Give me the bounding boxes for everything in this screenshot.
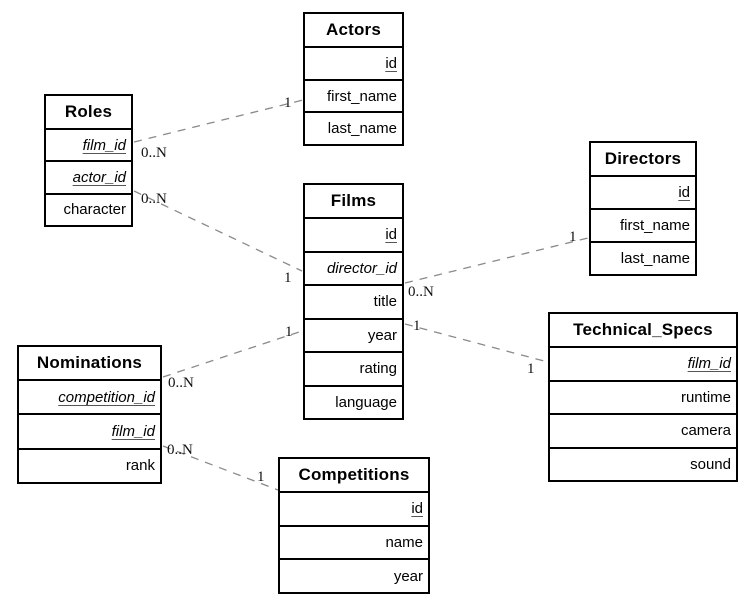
field-films-id: id <box>305 219 402 253</box>
cardinality-films-techspecs-1a: 1 <box>413 318 421 334</box>
entity-roles: Roles film_id actor_id character <box>44 94 133 227</box>
cardinality-nominations-films-1: 1 <box>285 324 293 340</box>
entity-directors: Directors id first_name last_name <box>589 141 697 276</box>
edge-roles-actors <box>133 99 304 143</box>
entity-directors-title: Directors <box>591 143 695 177</box>
edge-films-technical-specs <box>404 323 545 362</box>
entity-competitions: Competitions id name year <box>278 457 430 594</box>
entity-nominations: Nominations competition_id film_id rank <box>17 345 162 484</box>
field-roles-actor-id: actor_id <box>46 162 131 195</box>
edge-roles-films <box>133 190 303 272</box>
field-films-rating: rating <box>305 353 402 387</box>
cardinality-nominations-films-n: 0..N <box>168 375 194 391</box>
entity-technical-specs-title: Technical_Specs <box>550 314 736 348</box>
field-competitions-name: name <box>280 527 428 561</box>
field-techspecs-sound: sound <box>690 455 731 473</box>
entity-films-title: Films <box>305 185 402 219</box>
cardinality-films-directors-n: 0..N <box>408 284 434 300</box>
field-techspecs-runtime: runtime <box>550 382 736 415</box>
entity-actors: Actors id first_name last_name <box>303 12 404 146</box>
field-roles-film-id: film_id <box>46 130 131 163</box>
entity-films: Films id director_id title year rating l… <box>303 183 404 420</box>
edge-nominations-competitions <box>162 445 279 491</box>
field-actors-id: id <box>305 48 402 81</box>
field-nominations-competition-id: competition_id <box>19 381 160 416</box>
field-competitions-year: year <box>393 567 423 585</box>
field-directors-first-name: first_name <box>591 210 695 243</box>
cardinality-nominations-competitions-1: 1 <box>257 469 265 485</box>
field-nominations-film-id: film_id <box>19 415 160 450</box>
field-directors-last-name: last_name <box>620 250 690 267</box>
entity-roles-title: Roles <box>46 96 131 130</box>
field-techspecs-film-id: film_id <box>550 348 736 382</box>
field-roles-character: character <box>63 201 126 219</box>
entity-nominations-title: Nominations <box>19 347 160 381</box>
cardinality-roles-films-n: 0..N <box>141 191 167 207</box>
entity-actors-title: Actors <box>305 14 402 48</box>
cardinality-roles-actors-n: 0..N <box>141 145 167 161</box>
field-films-director-id: director_id <box>305 253 402 286</box>
field-nominations-rank: rank <box>125 457 155 475</box>
field-actors-last-name: last_name <box>327 120 397 138</box>
cardinality-films-techspecs-1b: 1 <box>527 361 535 377</box>
cardinality-roles-actors-1: 1 <box>284 95 292 111</box>
entity-competitions-title: Competitions <box>280 459 428 493</box>
field-techspecs-camera: camera <box>550 415 736 449</box>
field-competitions-id: id <box>280 493 428 527</box>
field-actors-first-name: first_name <box>305 81 402 114</box>
cardinality-films-directors-1: 1 <box>569 229 577 245</box>
edge-films-directors <box>404 237 589 284</box>
field-films-year: year <box>305 320 402 353</box>
field-directors-id: id <box>591 177 695 210</box>
cardinality-roles-films-1: 1 <box>284 270 292 286</box>
field-films-title: title <box>305 286 402 320</box>
edge-nominations-films <box>162 330 303 378</box>
entity-technical-specs: Technical_Specs film_id runtime camera s… <box>548 312 738 482</box>
field-films-language: language <box>335 393 397 411</box>
cardinality-nominations-competitions-n: 0..N <box>167 442 193 458</box>
